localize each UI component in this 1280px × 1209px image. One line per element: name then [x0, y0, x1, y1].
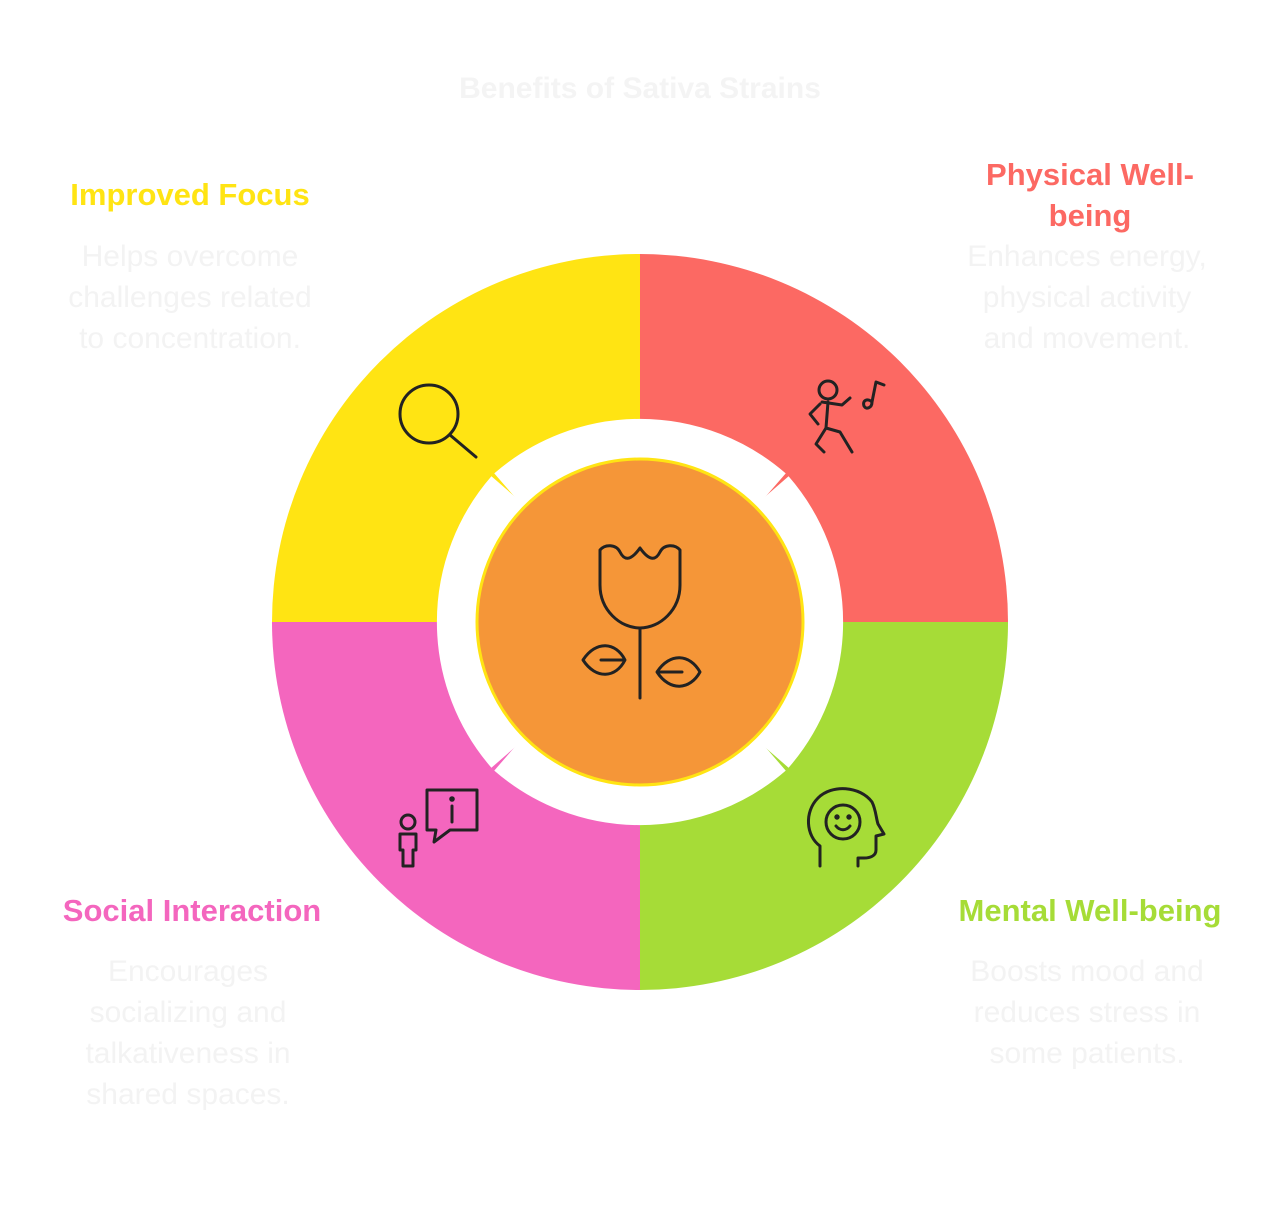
- physical-well-being-heading: Physical Well- being: [986, 157, 1194, 233]
- physical-well-being-description: Enhances energy, physical activity and m…: [967, 240, 1207, 355]
- social-interaction-heading: Social Interaction: [62, 893, 322, 928]
- inner-white-arcs: [436, 418, 844, 826]
- person-speech-icon: [398, 788, 479, 868]
- dancing-person-icon: [808, 379, 886, 454]
- diagram-title: Benefits of Sativa Strains: [459, 72, 821, 105]
- center-circle: [475, 457, 805, 787]
- smiling-head-icon: [807, 787, 886, 868]
- social-interaction-description: Encourages socializing and talkativeness…: [85, 955, 291, 1111]
- improved-focus-description: Helps overcome challenges related to con…: [68, 240, 312, 355]
- mental-well-being-heading: Mental Well-being: [958, 893, 1222, 928]
- search-icon: [398, 383, 478, 459]
- tulip-icon: [581, 544, 702, 700]
- mental-well-being-description: Boosts mood and reduces stress in some p…: [970, 955, 1204, 1070]
- improved-focus-heading: Improved Focus: [70, 177, 310, 212]
